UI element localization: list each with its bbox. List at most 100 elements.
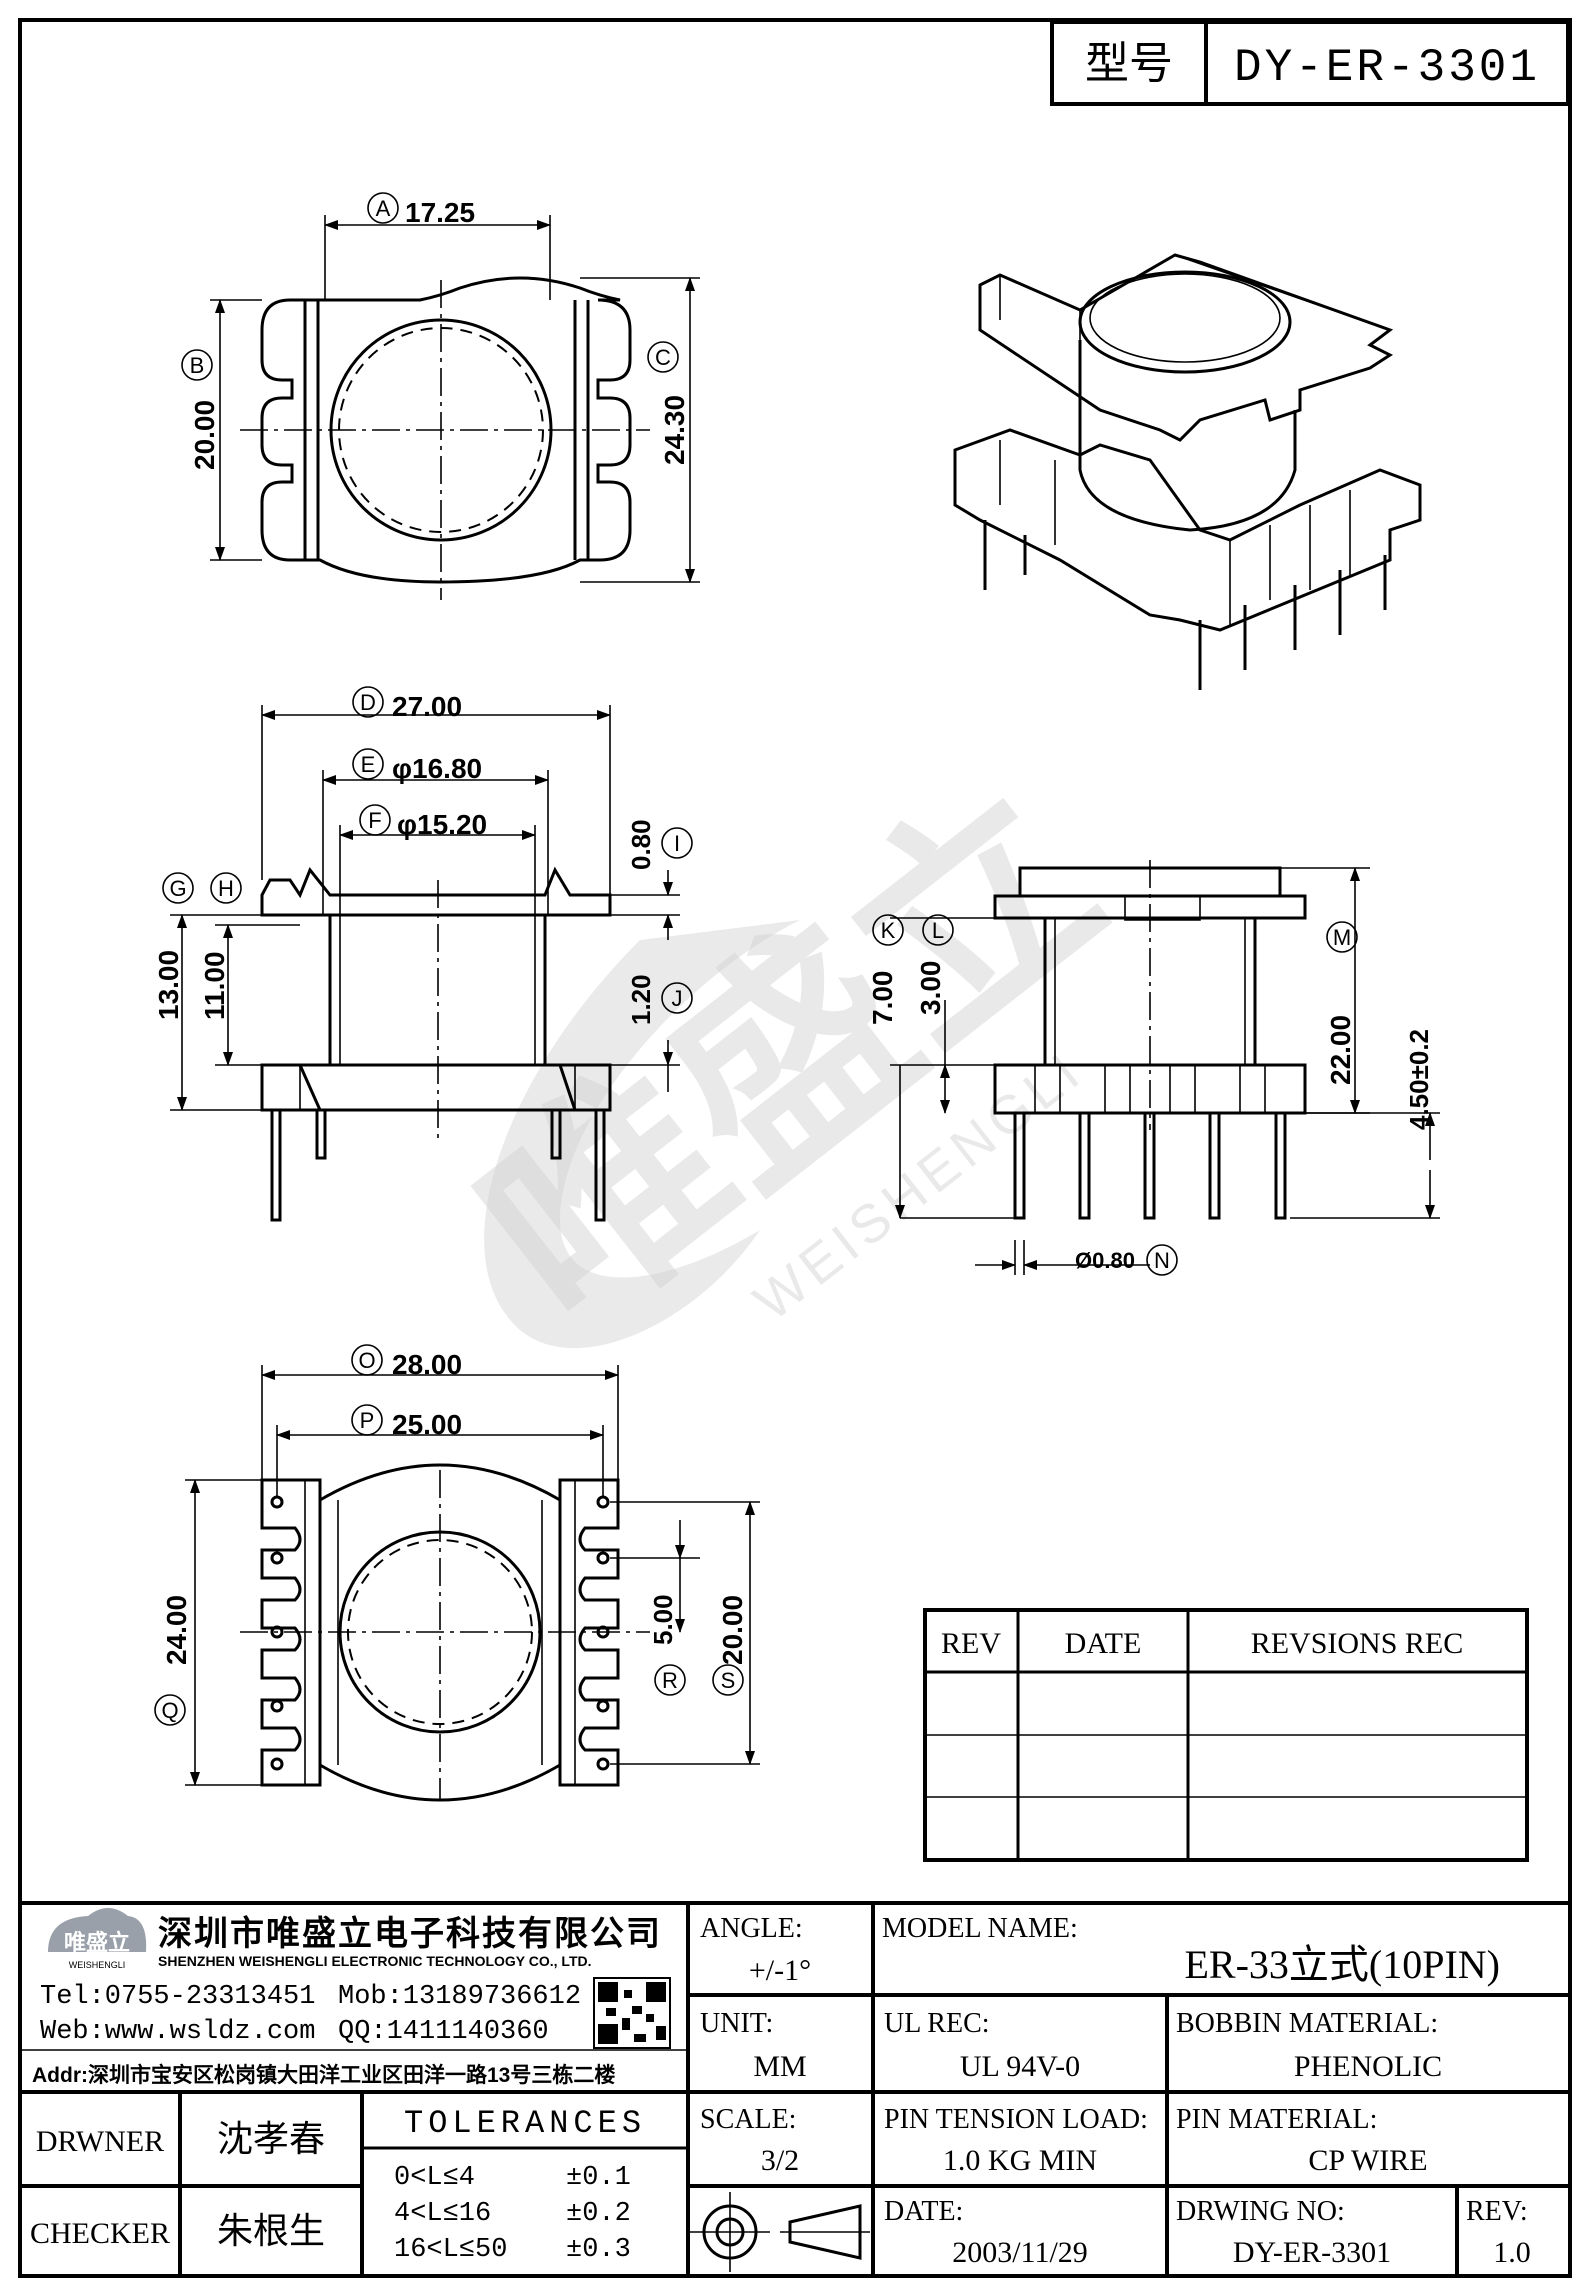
dim-f-letter: F: [368, 808, 381, 833]
pin-tension-value: 1.0 KG MIN: [943, 2144, 1097, 2177]
title-block-fields: ANGLE: +/-1° MODEL NAME: ER-33立式(10PIN) …: [690, 1913, 1531, 2272]
dim-n-letter: N: [1154, 1248, 1170, 1273]
dim-h: H 11.00: [199, 872, 242, 1020]
tolerance-value-2: ±0.2: [566, 2199, 631, 2229]
pin-material-label: PIN MATERIAL:: [1176, 2104, 1377, 2135]
company-tel: Tel:0755-23313451: [40, 1982, 315, 2012]
dim-a-value: 17.25: [405, 197, 475, 228]
dim-pin-length-value: 4.50±0.2: [1404, 1029, 1434, 1130]
drwing-no-label: DRWING NO:: [1176, 2196, 1345, 2227]
dim-i-value: 0.80: [626, 819, 656, 870]
dim-m-letter: M: [1333, 925, 1351, 950]
dim-l: L 3.00: [915, 914, 954, 1015]
tolerances-label: TOLERANCES: [404, 2105, 646, 2142]
date-label: DATE:: [884, 2196, 963, 2227]
company-logo-sub: WEISHENGLI: [69, 1960, 126, 1970]
dim-m-value: 22.00: [1325, 1015, 1356, 1085]
dim-q-value: 24.00: [161, 1595, 192, 1665]
tolerance-range-2: 4<L≤16: [394, 2199, 491, 2229]
rev-header-date: DATE: [1065, 1627, 1142, 1660]
dim-q-letter: Q: [161, 1698, 178, 1723]
unit-value: MM: [753, 2050, 806, 2083]
part-number-box: 型号 DY-ER-3301: [1050, 20, 1570, 106]
drwing-no-value: DY-ER-3301: [1233, 2236, 1391, 2269]
company-block: 唯盛立 WEISHENGLI 深圳市唯盛立电子科技有限公司 SHENZHEN W…: [32, 1908, 671, 2087]
dim-pin-length: 4.50±0.2: [1404, 1029, 1434, 1130]
dim-f-value: φ15.20: [397, 809, 487, 840]
pin-tension-label: PIN TENSION LOAD:: [884, 2104, 1148, 2135]
top-view: [210, 215, 700, 600]
part-number: DY-ER-3301: [1234, 42, 1540, 94]
dim-c: C 24.30: [647, 341, 690, 465]
checker-name: 朱根生: [217, 2210, 325, 2251]
dim-a: A 17.25: [367, 192, 475, 228]
dim-e-letter: E: [361, 752, 376, 777]
revision-table: REV DATE REVSIONS REC: [923, 1608, 1529, 1862]
dim-m: M 22.00: [1325, 921, 1358, 1085]
company-address: Addr:深圳市宝安区松岗镇大田洋工业区田洋一路13号三栋二楼: [32, 2063, 615, 2087]
dim-l-letter: L: [932, 918, 944, 943]
company-name-en: SHENZHEN WEISHENGLI ELECTRONIC TECHNOLOG…: [158, 1953, 592, 1969]
qr-code-icon: [593, 1977, 671, 2049]
unit-label: UNIT:: [700, 2008, 773, 2039]
company-logo: 唯盛立 WEISHENGLI: [48, 1908, 147, 1970]
date-value: 2003/11/29: [952, 2236, 1088, 2269]
dim-s: S 20.00: [712, 1595, 748, 1696]
sheet-border: [18, 18, 1572, 2278]
dim-c-value: 24.30: [659, 395, 690, 465]
dim-r-value: 5.00: [648, 1594, 678, 1645]
side-view: [890, 860, 1440, 1275]
ul-value: UL 94V-0: [960, 2050, 1080, 2083]
tolerances-block: TOLERANCES 0<L≤4 ±0.1 4<L≤16 ±0.2 16<L≤5…: [394, 2105, 646, 2265]
company-logo-icon: [48, 1908, 147, 1952]
dim-b-value: 20.00: [189, 400, 220, 470]
dim-j: J 1.20: [626, 974, 693, 1025]
type-label: 型号: [1085, 39, 1173, 88]
bobbin-label: BOBBIN MATERIAL:: [1176, 2008, 1438, 2039]
company-web: Web:www.wsldz.com: [40, 2017, 315, 2047]
rev-label: REV:: [1466, 2196, 1528, 2227]
model-value: ER-33立式(10PIN): [1184, 1942, 1500, 1987]
company-qq: QQ:1411140360: [338, 2017, 549, 2047]
tolerance-value-1: ±0.1: [566, 2163, 631, 2193]
dim-b: B 20.00: [181, 349, 220, 470]
dim-i: I 0.80: [626, 819, 693, 870]
dim-p: P 25.00: [351, 1404, 462, 1440]
rev-header-rev: REV: [941, 1627, 1001, 1660]
scale-value: 3/2: [761, 2144, 799, 2177]
bobbin-value: PHENOLIC: [1294, 2050, 1442, 2083]
bottom-view: [185, 1365, 760, 1802]
drawer-name: 沈孝春: [217, 2118, 325, 2159]
signature-block: DRWNER 沈孝春 CHECKER 朱根生: [30, 2118, 325, 2251]
pin-material-value: CP WIRE: [1308, 2144, 1427, 2177]
dim-j-letter: J: [672, 986, 683, 1011]
drawer-label: DRWNER: [36, 2125, 164, 2158]
angle-value: +/-1°: [749, 1954, 811, 1987]
tolerance-range-3: 16<L≤50: [394, 2235, 507, 2265]
scale-label: SCALE:: [700, 2104, 796, 2135]
dim-s-letter: S: [721, 1668, 736, 1693]
dim-p-letter: P: [360, 1408, 375, 1433]
dim-d-value: 27.00: [392, 691, 462, 722]
front-view: [170, 705, 680, 1222]
dim-o-letter: O: [358, 1348, 375, 1373]
dim-h-letter: H: [218, 876, 234, 901]
dim-j-value: 1.20: [626, 974, 656, 1025]
angle-label: ANGLE:: [700, 1913, 803, 1944]
dim-k: K 7.00: [867, 914, 904, 1025]
company-logo-text: 唯盛立: [64, 1930, 130, 1955]
company-name-cn: 深圳市唯盛立电子科技有限公司: [158, 1914, 662, 1953]
title-block: [20, 1901, 1570, 2276]
rev-header-rec: REVSIONS REC: [1251, 1627, 1464, 1660]
dim-k-letter: K: [881, 918, 896, 943]
ul-label: UL REC:: [884, 2008, 990, 2039]
dim-f: F φ15.20: [359, 804, 487, 840]
dim-a-letter: A: [376, 196, 391, 221]
dim-d: D 27.00: [352, 686, 462, 722]
dim-g-value: 13.00: [153, 950, 184, 1020]
isometric-view: [953, 253, 1422, 690]
dim-d-letter: D: [360, 690, 376, 715]
dim-o: O 28.00: [351, 1344, 462, 1380]
dim-e: E φ16.80: [352, 748, 482, 784]
